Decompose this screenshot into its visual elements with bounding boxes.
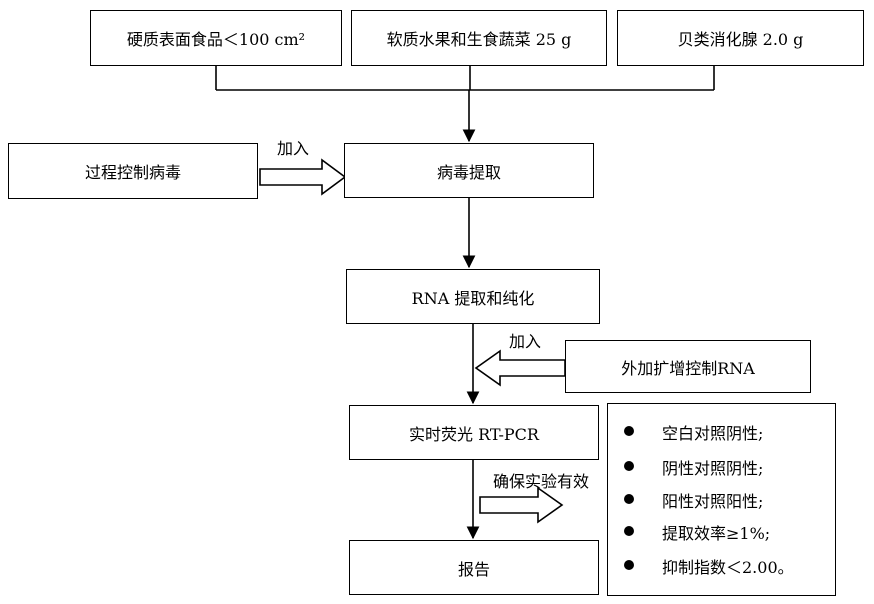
criterion-text: 抑制指数＜2.00。 [662, 558, 794, 577]
bullet-icon [624, 426, 634, 436]
criterion-text: 阳性对照阳性; [662, 492, 764, 511]
add-label-2: 加入 [509, 332, 542, 351]
report-text: 报告 [457, 559, 490, 579]
criterion-text: 阴性对照阴性; [662, 459, 764, 478]
add-arrow-left [474, 349, 566, 387]
sample-shellfish-box: 贝类消化腺 2.0 g [617, 10, 864, 66]
amplification-control-text: 外加扩增控制RNA [621, 358, 755, 378]
criterion-text: 空白对照阴性; [662, 424, 764, 443]
validity-criteria-box: 空白对照阴性; 阴性对照阴性; 阳性对照阳性; 提取效率≥1%; 抑制指数＜2.… [607, 403, 836, 596]
bullet-icon [624, 461, 634, 471]
sample-soft-fruit-text: 软质水果和生食蔬菜 25 g [386, 30, 572, 49]
add-label-1: 加入 [277, 139, 310, 158]
criterion-item: 空白对照阴性; [608, 420, 835, 443]
criterion-item: 提取效率≥1%; [608, 520, 835, 543]
criterion-text: 提取效率≥1%; [662, 524, 771, 543]
virus-extraction-box: 病毒提取 [344, 143, 594, 198]
virus-extraction-text: 病毒提取 [436, 162, 501, 182]
process-control-text: 过程控制病毒 [84, 163, 181, 182]
sample-soft-fruit-box: 软质水果和生食蔬菜 25 g [351, 10, 607, 66]
sample-hard-surface-box: 硬质表面食品＜100 cm² [90, 10, 342, 66]
criterion-item: 阴性对照阴性; [608, 455, 835, 478]
bullet-icon [624, 560, 634, 570]
report-box: 报告 [349, 540, 599, 595]
criterion-item: 抑制指数＜2.00。 [608, 554, 835, 577]
sample-hard-surface-text: 硬质表面食品＜100 cm² [126, 30, 306, 49]
rt-pcr-text: 实时荧光 RT-PCR [409, 424, 539, 444]
sample-shellfish-text: 贝类消化腺 2.0 g [677, 30, 804, 49]
amplification-control-box: 外加扩增控制RNA [565, 340, 811, 393]
rt-pcr-box: 实时荧光 RT-PCR [349, 405, 599, 460]
bullet-icon [624, 494, 634, 504]
ensure-valid-label: 确保实验有效 [493, 472, 590, 491]
ensure-valid-arrow [479, 486, 564, 524]
rna-extraction-box: RNA 提取和纯化 [346, 269, 600, 324]
add-arrow-right [259, 158, 347, 196]
process-control-box: 过程控制病毒 [8, 143, 258, 199]
rna-extraction-text: RNA 提取和纯化 [411, 288, 535, 308]
bullet-icon [624, 526, 634, 536]
criterion-item: 阳性对照阳性; [608, 488, 835, 511]
